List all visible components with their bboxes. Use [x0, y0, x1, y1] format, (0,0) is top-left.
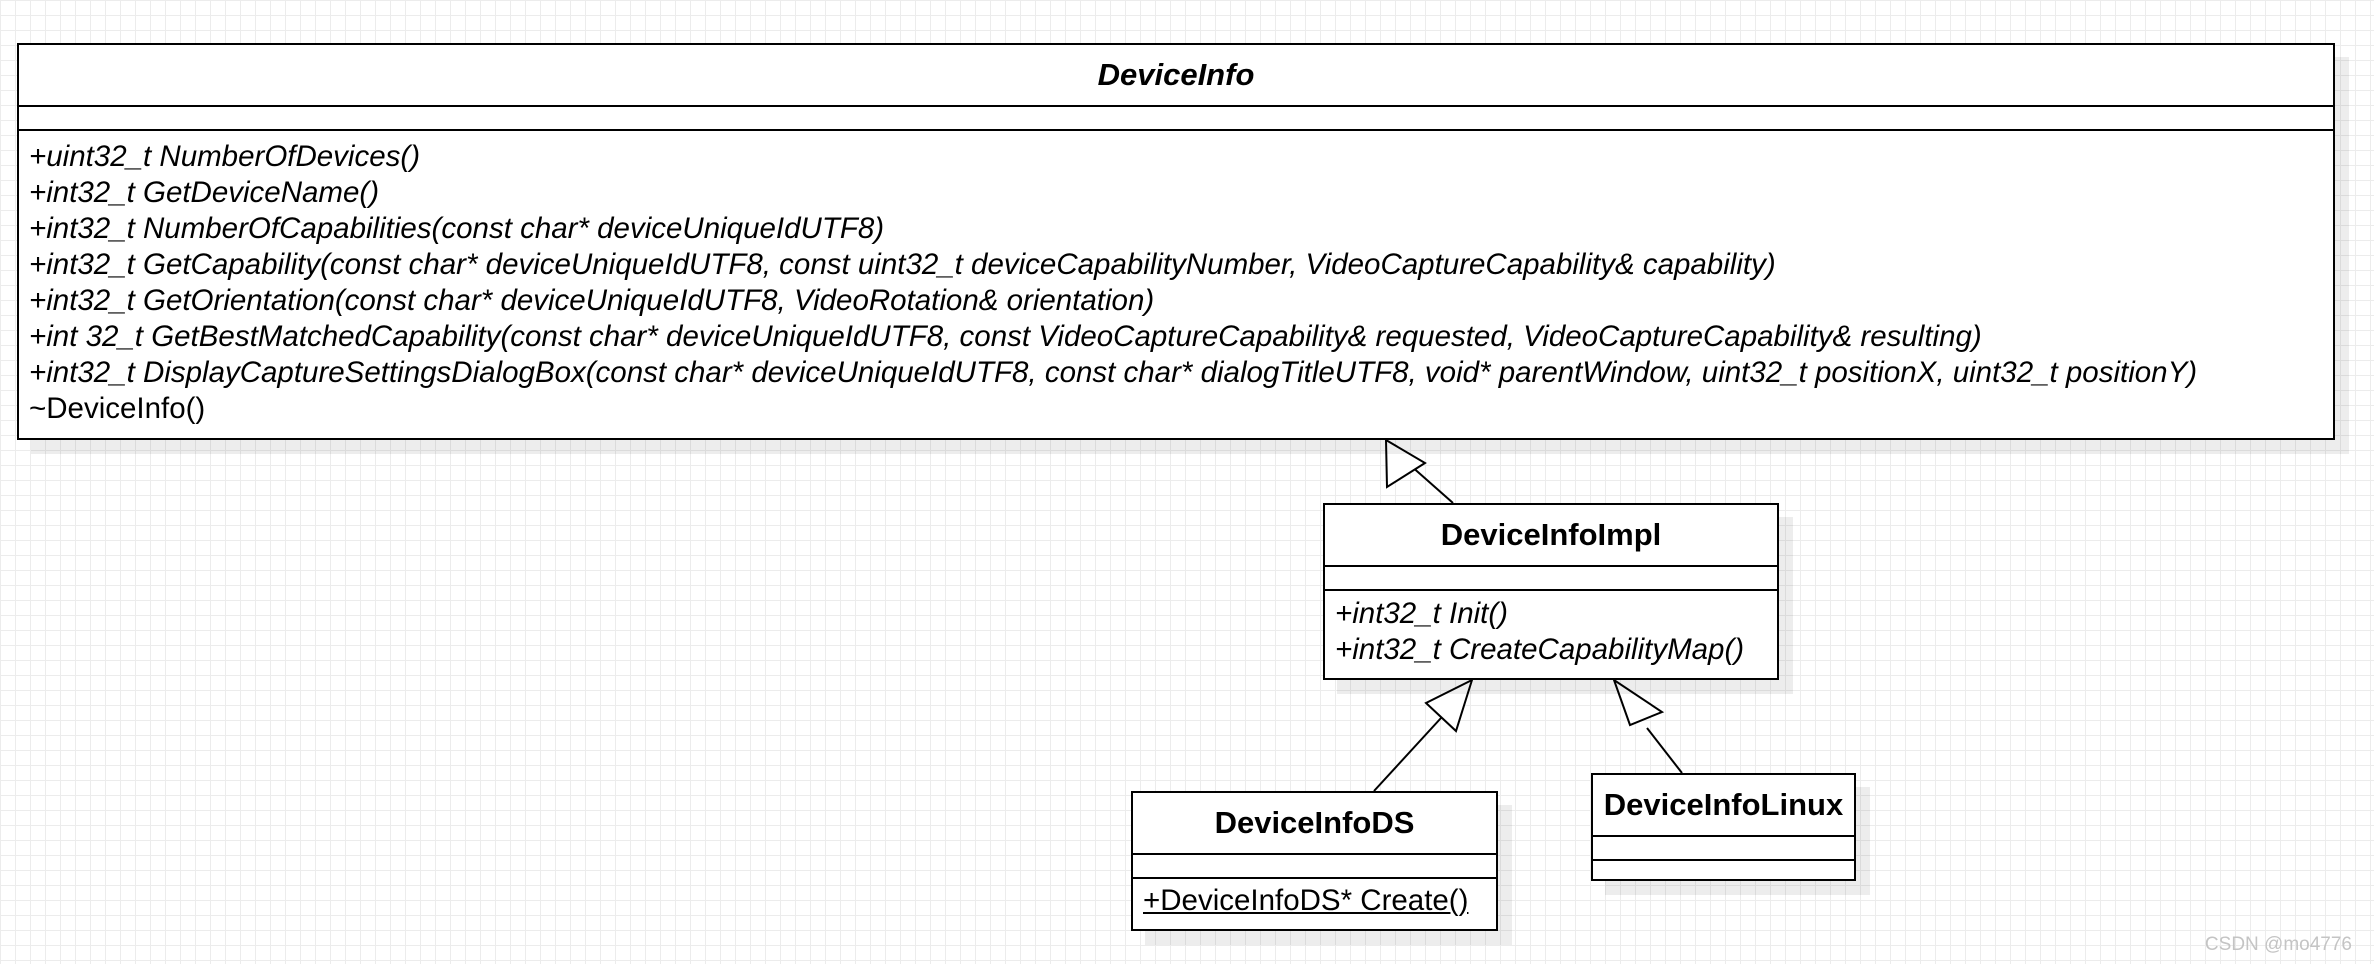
static-operation: +DeviceInfoDS* Create()	[1143, 884, 1469, 917]
generalization-linux-to-impl	[1612, 677, 1683, 774]
attributes-compartment	[1133, 855, 1496, 879]
destructor-operation: ~DeviceInfo()	[29, 392, 206, 425]
watermark: CSDN @mo4776	[2204, 934, 2352, 955]
class-name: DeviceInfo	[19, 45, 2333, 107]
operation: +int32_t CreateCapabilityMap()	[1335, 633, 1745, 666]
operation: +int32_t Init()	[1335, 597, 1508, 630]
class-deviceinfo[interactable]: DeviceInfo +uint32_t NumberOfDevices() +…	[17, 43, 2335, 440]
operation: +int32_t GetCapability(const char* devic…	[29, 248, 1776, 281]
operations-compartment: +int32_t Init() +int32_t CreateCapabilit…	[1325, 591, 1777, 668]
attributes-compartment	[1593, 837, 1854, 861]
operation: +uint32_t NumberOfDevices()	[29, 140, 421, 173]
generalization-impl-to-deviceinfo	[1384, 438, 1454, 504]
operation: +int 32_t GetBestMatchedCapability(const…	[29, 320, 1982, 353]
attributes-compartment	[19, 107, 2333, 131]
operation: +int32_t DisplayCaptureSettingsDialogBox…	[29, 356, 2198, 389]
inheritance-arrowhead	[1384, 438, 1427, 489]
class-deviceinfoimpl[interactable]: DeviceInfoImpl +int32_t Init() +int32_t …	[1323, 503, 1779, 680]
class-deviceinfods[interactable]: DeviceInfoDS +DeviceInfoDS* Create()	[1131, 791, 1498, 931]
operation: +int32_t GetOrientation(const char* devi…	[29, 284, 1155, 317]
class-name: DeviceInfoImpl	[1325, 505, 1777, 567]
class-name: DeviceInfoDS	[1133, 793, 1496, 855]
operation: +int32_t NumberOfCapabilities(const char…	[29, 212, 885, 245]
operation: +int32_t GetDeviceName()	[29, 176, 380, 209]
inheritance-arrowhead	[1612, 677, 1665, 727]
operations-compartment: +uint32_t NumberOfDevices() +int32_t Get…	[19, 131, 2333, 427]
attributes-compartment	[1325, 567, 1777, 591]
class-deviceinfolinux[interactable]: DeviceInfoLinux	[1591, 773, 1856, 881]
operations-compartment: +DeviceInfoDS* Create()	[1133, 879, 1496, 919]
generalization-ds-to-impl	[1373, 678, 1474, 792]
inheritance-arrowhead	[1424, 678, 1474, 733]
class-name: DeviceInfoLinux	[1593, 775, 1854, 837]
